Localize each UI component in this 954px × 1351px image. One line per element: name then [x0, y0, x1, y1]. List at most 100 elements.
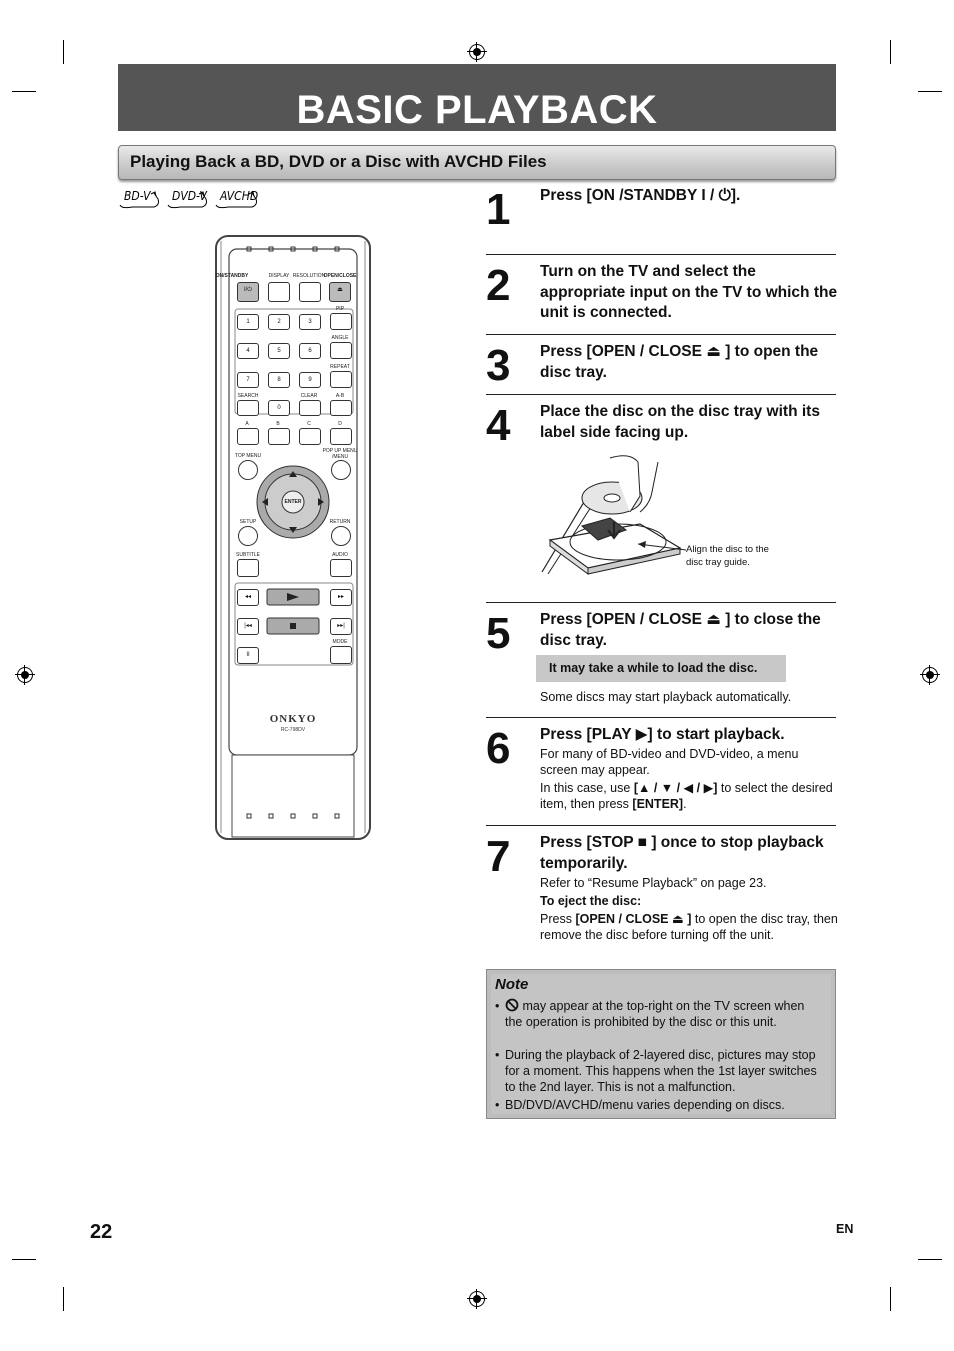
step-2: 2 Turn on the TV and select the appropri…	[486, 261, 837, 334]
skip-forward-button[interactable]: ▸▸|	[330, 618, 352, 635]
skip-back-button[interactable]: |◂◂	[237, 618, 259, 635]
registration-mark-icon	[920, 665, 940, 685]
b-button[interactable]	[268, 428, 290, 445]
step-note-heading: To eject the disc:	[540, 894, 642, 908]
angle-button[interactable]	[330, 342, 352, 359]
digit-7-button[interactable]: 7	[237, 372, 259, 388]
a-button[interactable]	[237, 428, 259, 445]
step-1: 1 Press [ON /STANDBY I / ⏻].	[486, 186, 836, 252]
audio-label: AUDIO	[332, 552, 348, 558]
d-label: D	[338, 421, 342, 427]
return-button[interactable]	[331, 526, 351, 546]
step-note: Some discs may start playback automatica…	[540, 690, 792, 704]
digit-2-button[interactable]: 2	[268, 314, 290, 330]
setup-button[interactable]	[238, 526, 258, 546]
open-close-button[interactable]: ⏏	[329, 282, 351, 302]
angle-label: ANGLE	[331, 335, 349, 341]
mode-button[interactable]	[330, 646, 352, 664]
illustration-caption: Align the disc to the disc tray guide.	[686, 544, 769, 568]
step-instruction: Press [OPEN / CLOSE ⏏ ] to close the dis…	[540, 611, 821, 649]
step-note: Refer to “Resume Playback” on page 23.	[540, 876, 767, 890]
display-button[interactable]	[268, 282, 290, 302]
step-instruction: Press [OPEN / CLOSE ⏏ ] to open the disc…	[540, 343, 819, 381]
resolution-label: RESOLUTION	[292, 273, 326, 279]
d-button[interactable]	[330, 428, 352, 445]
note-title: Note	[495, 976, 529, 993]
step-7: 7 Press [STOP ■ ] once to stop playback …	[486, 832, 838, 948]
open-close-label: OPEN/CLOSE	[323, 273, 357, 279]
display-label: DISPLAY	[268, 273, 290, 279]
registration-mark-icon	[15, 665, 35, 685]
setup-label: SETUP	[239, 519, 257, 525]
step-number: 6	[486, 724, 511, 773]
step-number: 5	[486, 609, 511, 658]
divider	[486, 602, 836, 603]
page-number: 22	[90, 1221, 113, 1243]
search-button[interactable]	[237, 400, 259, 416]
pip-button[interactable]	[330, 313, 352, 330]
step-note: In this case, use [▲ / ▼ / ◀ / ▶] to sel…	[540, 781, 833, 811]
digit-9-button[interactable]: 9	[299, 372, 321, 388]
digit-0-button[interactable]: 0	[268, 400, 290, 416]
clear-label: CLEAR	[300, 393, 318, 399]
c-button[interactable]	[299, 428, 321, 445]
remote-brand-logo: ONKYO	[269, 713, 317, 725]
section-header: Playing Back a BD, DVD or a Disc with AV…	[118, 145, 836, 180]
step-3: 3 Press [OPEN / CLOSE ⏏ ] to open the di…	[486, 342, 836, 394]
step-number: 2	[486, 261, 511, 310]
resolution-button[interactable]	[299, 282, 321, 302]
top-menu-button[interactable]	[238, 460, 258, 480]
digit-8-button[interactable]: 8	[268, 372, 290, 388]
play-button[interactable]	[267, 589, 319, 605]
ab-label: A-B	[335, 393, 345, 399]
step-number: 7	[486, 832, 511, 881]
search-label: SEARCH	[237, 393, 259, 399]
popup-menu-label: POP UP MENU /MENU	[322, 448, 358, 460]
c-label: C	[307, 421, 311, 427]
divider	[486, 254, 836, 255]
crop-mark	[918, 1259, 942, 1260]
section-title: Playing Back a BD, DVD or a Disc with AV…	[130, 152, 547, 171]
step-4: 4 Place the disc on the disc tray with i…	[486, 402, 836, 598]
a-label: A	[245, 421, 249, 427]
audio-button[interactable]	[330, 559, 352, 577]
stop-button[interactable]	[267, 618, 319, 634]
divider	[486, 334, 836, 335]
crop-mark	[63, 1287, 64, 1311]
pause-button[interactable]: II	[237, 647, 259, 664]
enter-label: ENTER	[284, 499, 302, 505]
on-standby-button[interactable]: I/⏻	[237, 282, 259, 302]
step-instruction: Press [ON /STANDBY I / ⏻].	[540, 187, 741, 204]
repeat-button[interactable]	[330, 371, 352, 388]
step-number: 4	[486, 401, 511, 450]
loading-notice: It may take a while to load the disc.	[536, 655, 786, 682]
top-menu-label: TOP MENU	[234, 453, 262, 459]
remote-control-illustration: ON/STANDBY DISPLAY RESOLUTION OPEN/CLOSE…	[215, 235, 371, 840]
crop-mark	[890, 40, 891, 64]
digit-5-button[interactable]: 5	[268, 343, 290, 359]
step-note: Press [OPEN / CLOSE ⏏ ] to open the disc…	[540, 912, 838, 942]
fast-forward-button[interactable]: ▸▸	[330, 589, 352, 606]
clear-button[interactable]	[299, 400, 321, 416]
digit-4-button[interactable]: 4	[237, 343, 259, 359]
digit-3-button[interactable]: 3	[299, 314, 321, 330]
rewind-button[interactable]: ◂◂	[237, 589, 259, 606]
digit-6-button[interactable]: 6	[299, 343, 321, 359]
step-instruction: Press [STOP ■ ] once to stop playback te…	[540, 834, 824, 872]
step-instruction: Place the disc on the disc tray with its…	[540, 403, 820, 441]
note-box: Note • may appear at the top-right on th…	[486, 969, 836, 1119]
popup-menu-button[interactable]	[331, 460, 351, 480]
mode-label: MODE	[332, 639, 348, 645]
crop-mark	[12, 1259, 36, 1260]
crop-mark	[12, 91, 36, 92]
disc-badge-dvd-v: DVD-V	[166, 187, 210, 211]
digit-1-button[interactable]: 1	[237, 314, 259, 330]
divider	[486, 825, 836, 826]
subtitle-button[interactable]	[237, 559, 259, 577]
step-number: 1	[486, 185, 511, 234]
crop-mark	[918, 91, 942, 92]
registration-mark-icon	[467, 42, 487, 62]
b-label: B	[276, 421, 280, 427]
ab-button[interactable]	[330, 400, 352, 416]
enter-button[interactable]	[282, 491, 304, 513]
